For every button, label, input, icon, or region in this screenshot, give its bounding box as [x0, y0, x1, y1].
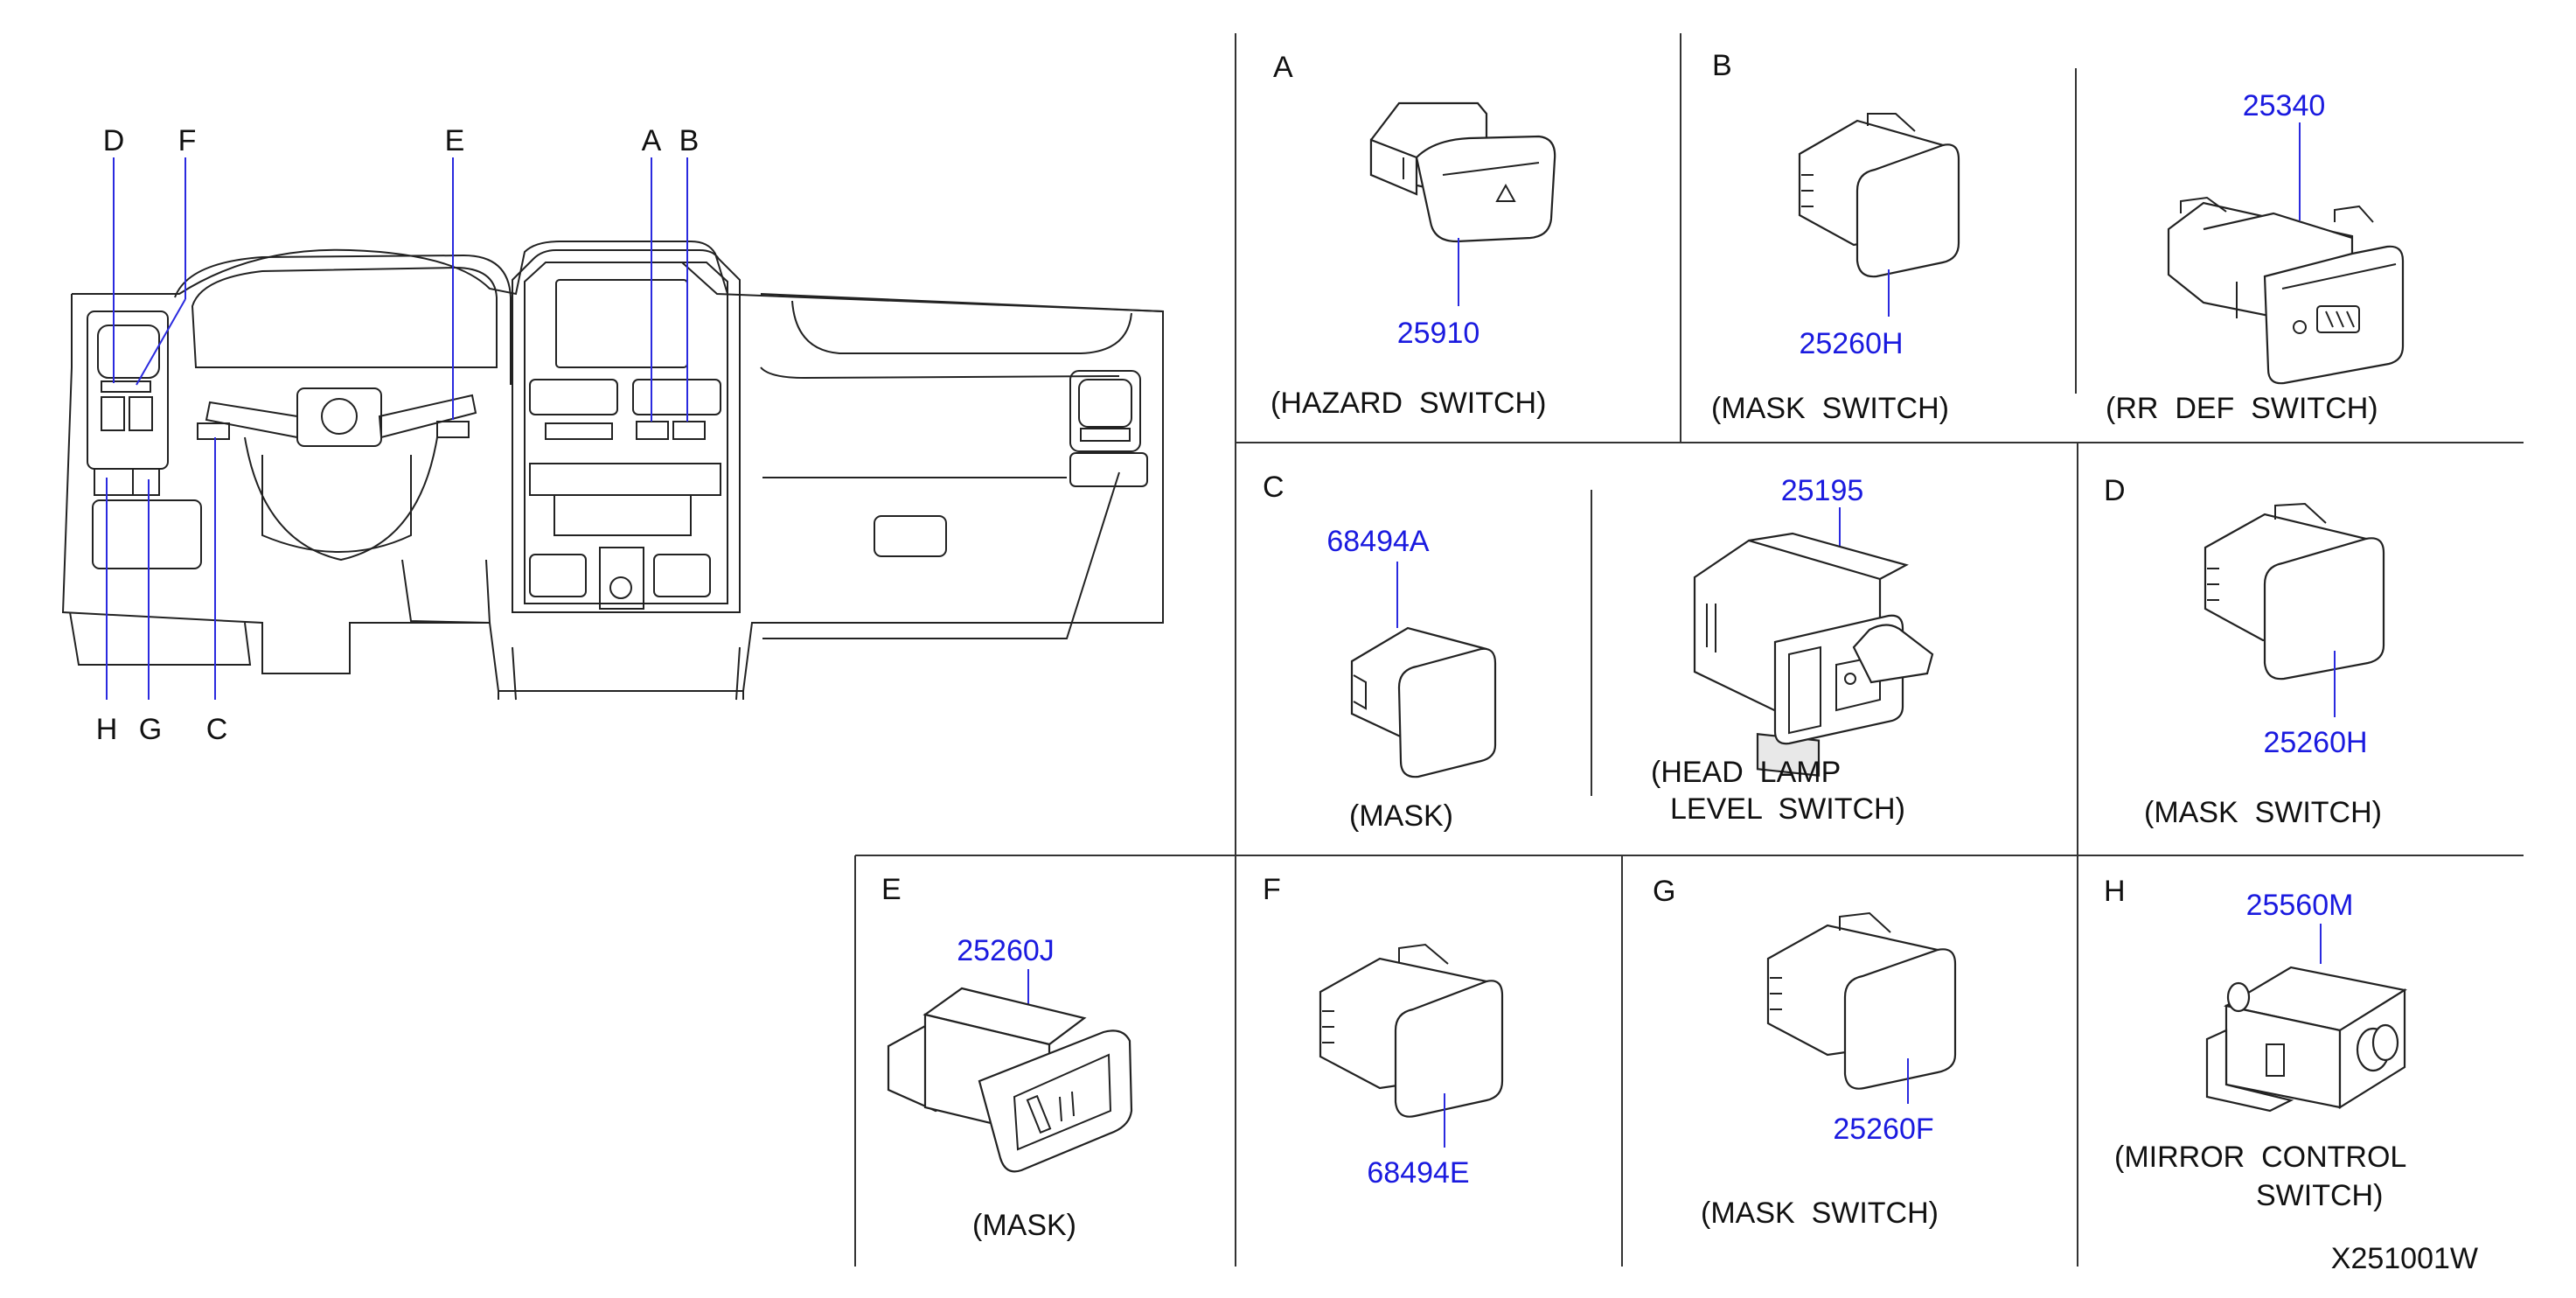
section-a-caption: (HAZARD SWITCH)	[1271, 387, 1546, 420]
rr-def-caption: (RR DEF SWITCH)	[2106, 392, 2378, 425]
mask-e-drawing	[887, 987, 1133, 1173]
section-a-part-number: 25910	[1397, 317, 1480, 350]
section-grid	[854, 33, 2524, 1267]
dashboard-callouts-bottom: H G C	[96, 713, 228, 746]
section-c: C 68494A (MASK)	[1263, 471, 1497, 833]
callout-d: D	[103, 124, 125, 157]
mirror-control-switch-drawing	[2205, 966, 2407, 1113]
callout-b: B	[679, 124, 700, 157]
section-c-letter: C	[1263, 471, 1285, 504]
section-e: E 25260J (MASK)	[881, 873, 1133, 1242]
callout-f: F	[178, 124, 197, 157]
section-d: D 25260H (MASK SWITCH)	[2104, 474, 2385, 829]
section-b-caption: (MASK SWITCH)	[1711, 392, 1949, 425]
section-b-letter: B	[1712, 49, 1732, 82]
callout-e: E	[445, 124, 465, 157]
section-d-caption: (MASK SWITCH)	[2144, 796, 2382, 829]
center-stack	[512, 249, 741, 613]
steering-wheel	[205, 387, 477, 562]
section-g-caption: (MASK SWITCH)	[1701, 1197, 1939, 1230]
hazard-switch-drawing	[1369, 101, 1556, 243]
section-a-letter: A	[1273, 51, 1293, 84]
section-b: B 25260H (MASK SWITCH)	[1711, 49, 1960, 425]
section-d-letter: D	[2104, 474, 2126, 507]
head-lamp-switch-drawing	[1693, 532, 1934, 777]
section-f: F 68494E	[1263, 873, 1504, 1190]
callout-h: H	[96, 713, 118, 746]
section-f-letter: F	[1263, 873, 1281, 906]
mask-switch-g-drawing	[1766, 911, 1957, 1090]
section-h: H 25560M (MIRROR CONTROL SWITCH)	[2104, 875, 2407, 1212]
dashboard-callout-leaders	[106, 157, 688, 700]
section-c-head-lamp: 25195 (HEAD LAMP LEVEL SWITCH)	[1651, 474, 1934, 826]
mask-f-drawing	[1319, 943, 1504, 1118]
section-c-caption: (MASK)	[1349, 799, 1453, 833]
section-h-letter: H	[2104, 875, 2126, 908]
section-b-rr-def: 25340 (RR DEF SWITCH)	[2106, 89, 2405, 425]
section-c-part-number: 68494A	[1326, 525, 1430, 558]
mask-switch-d-drawing	[2204, 502, 2385, 680]
section-h-caption-line-1: (MIRROR CONTROL	[2114, 1141, 2406, 1174]
callout-a: A	[642, 124, 662, 157]
section-e-letter: E	[881, 873, 902, 906]
section-d-part-number: 25260H	[2263, 726, 2367, 759]
section-g-part-number: 25260F	[1833, 1113, 1933, 1146]
callout-g: G	[139, 713, 162, 746]
section-g: G 25260F (MASK SWITCH)	[1653, 875, 1957, 1230]
section-f-part-number: 68494E	[1367, 1156, 1469, 1190]
head-lamp-caption-line-2: LEVEL SWITCH)	[1670, 792, 1905, 826]
mask-switch-b-drawing	[1798, 113, 1960, 278]
rr-def-switch-drawing	[2167, 196, 2405, 385]
section-e-part-number: 25260J	[957, 934, 1055, 967]
rr-def-part-number: 25340	[2243, 89, 2326, 122]
callout-c: C	[206, 713, 228, 746]
instrument-cluster	[191, 266, 498, 368]
dashboard-callouts-top: D F E A B	[103, 124, 700, 157]
section-h-part-number: 25560M	[2246, 889, 2354, 922]
section-e-caption: (MASK)	[972, 1209, 1076, 1242]
head-lamp-part-number: 25195	[1781, 474, 1864, 507]
section-a: A 25910 (HAZARD SWITCH)	[1271, 51, 1556, 420]
dashboard-overview: D F E A B H G C	[61, 124, 1164, 746]
section-g-letter: G	[1653, 875, 1675, 908]
glovebox-handle	[874, 515, 947, 557]
head-lamp-caption-line-1: (HEAD LAMP	[1651, 756, 1841, 789]
reference-code: X251001W	[2331, 1242, 2478, 1275]
mask-c-drawing	[1350, 626, 1497, 778]
section-h-caption-line-2: SWITCH)	[2256, 1179, 2383, 1212]
section-b-part-number: 25260H	[1799, 327, 1903, 360]
